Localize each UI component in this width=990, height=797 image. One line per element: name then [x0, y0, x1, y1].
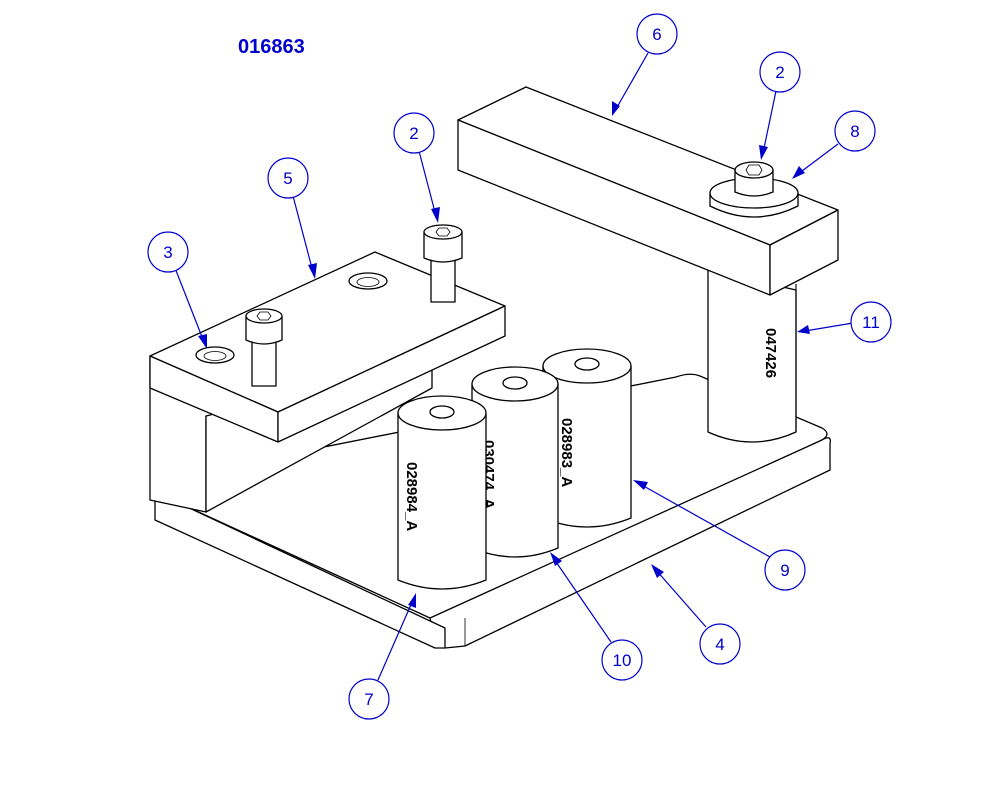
standoff-front: 028984_A [397, 395, 487, 590]
counterbore-left [195, 346, 235, 364]
balloon-8: 8 [834, 110, 876, 152]
top-bar-end-face [769, 209, 839, 296]
standoff-middle: 030474_A [471, 366, 559, 558]
cap-screw-center [245, 308, 283, 387]
balloon-6-label: 6 [652, 25, 661, 44]
standoff-rear-mark: 028983_A [558, 418, 575, 487]
counterbore-right [348, 272, 388, 290]
balloon-11-label: 11 [862, 313, 880, 332]
standoff-front-mark: 028984_A [403, 462, 420, 531]
cap-screw-left-raised [423, 224, 463, 303]
balloon-5: 5 [267, 157, 309, 199]
balloon-9: 9 [764, 549, 806, 591]
base-plate-front-face [429, 437, 831, 649]
balloon-2-right: 2 [759, 51, 801, 93]
bracket [149, 251, 506, 513]
balloon-2-right-label: 2 [775, 63, 784, 82]
balloon-10-label: 10 [613, 651, 632, 670]
bracket-top-side-face [277, 305, 506, 443]
balloon-2-left: 2 [393, 112, 435, 154]
balloon-2-left-label: 2 [409, 124, 418, 143]
balloon-11: 11 [850, 301, 892, 343]
balloon-9-label: 9 [780, 561, 789, 580]
balloon-3-label: 3 [163, 243, 172, 262]
post: 047426 [707, 269, 797, 443]
balloon-4-label: 4 [715, 635, 724, 654]
balloon-7: 7 [348, 678, 390, 720]
balloon-8-label: 8 [850, 122, 859, 141]
drawing-number: 016863 [238, 36, 305, 58]
balloon-6: 6 [636, 13, 678, 55]
cap-screw-top-bar [734, 161, 774, 197]
post-mark: 047426 [762, 328, 779, 378]
balloon-3: 3 [147, 231, 189, 273]
balloon-7-label: 7 [364, 690, 373, 709]
callout-leaders [174, 52, 854, 681]
balloon-5-label: 5 [283, 169, 292, 188]
balloon-4: 4 [699, 623, 741, 665]
balloon-10: 10 [601, 639, 643, 681]
